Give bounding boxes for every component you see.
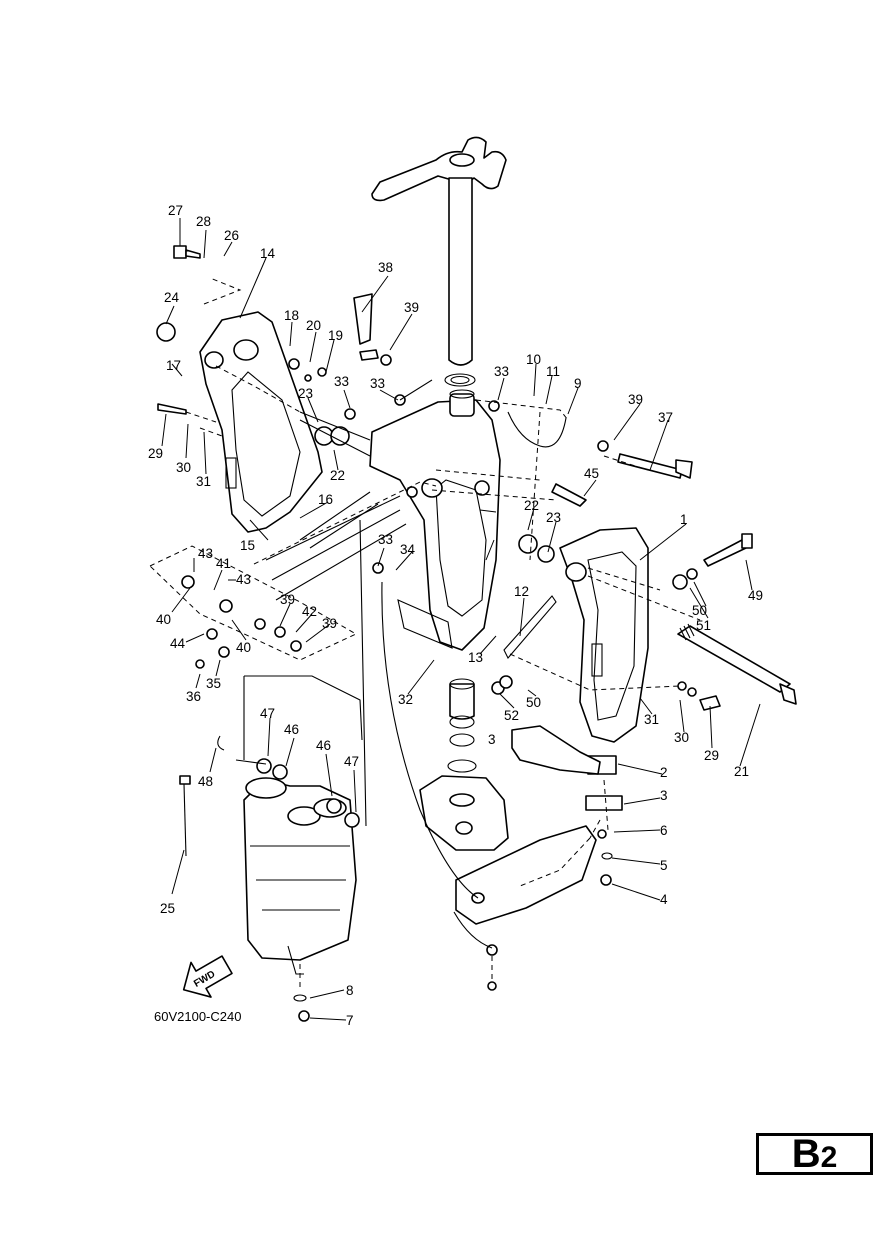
callout-label: 6 — [660, 823, 668, 838]
callout-label: 21 — [734, 764, 749, 779]
callout-label: 22 — [524, 498, 539, 513]
callout-label: 33 — [334, 374, 349, 389]
callout-label: 33 — [378, 532, 393, 547]
fasteners — [156, 245, 753, 1022]
callout-label: 31 — [644, 712, 659, 727]
callout-label: 39 — [404, 300, 419, 315]
bushing-stack — [447, 678, 477, 773]
leader-lines — [161, 218, 761, 1021]
callout-label: 46 — [316, 738, 331, 753]
steering-arm — [371, 136, 507, 387]
callout-label: 39 — [322, 616, 337, 631]
callout-label: 10 — [526, 352, 541, 367]
callout-label: 1 — [680, 512, 688, 527]
callout-label: 30 — [176, 460, 191, 475]
callout-label: 9 — [574, 376, 582, 391]
callout-label: 33 — [494, 364, 509, 379]
clamp-bracket-right — [559, 527, 649, 743]
callout-label: 50 — [526, 695, 541, 710]
page-label-letter: B — [791, 1132, 821, 1176]
callout-label: 16 — [318, 492, 333, 507]
callout-label: 35 — [206, 676, 221, 691]
callout-label: 3 — [660, 788, 668, 803]
callout-label: 51 — [696, 618, 711, 633]
callout-label: 41 — [216, 556, 231, 571]
callout-label: 29 — [148, 446, 163, 461]
clamp-bracket-left — [199, 311, 323, 533]
tilt-shaft — [677, 623, 797, 705]
page-label-number: 2 — [820, 1141, 838, 1174]
callout-label: 36 — [186, 689, 201, 704]
callout-label: 39 — [280, 592, 295, 607]
callout-label: 48 — [198, 774, 213, 789]
callout-label: 12 — [514, 584, 529, 599]
callout-label: 2 — [660, 765, 668, 780]
callout-label: 14 — [260, 246, 276, 261]
callout-label: 27 — [168, 203, 183, 218]
callout-label: 52 — [504, 708, 519, 723]
callout-label: 11 — [546, 364, 560, 379]
callout-label: 49 — [748, 588, 763, 603]
callout-label: 25 — [160, 901, 175, 916]
callout-label: 34 — [400, 542, 416, 557]
callout-label: 38 — [378, 260, 393, 275]
lower-mount-bracket — [419, 775, 597, 925]
drawing-code: 60V2100-C240 — [154, 1009, 241, 1024]
callout-label: 15 — [240, 538, 255, 553]
callout-label: 39 — [628, 392, 643, 407]
callout-label: 13 — [468, 650, 483, 665]
guide-lines — [149, 277, 701, 990]
callout-label: 44 — [170, 636, 186, 651]
callout-label: 47 — [344, 754, 359, 769]
clips-and-straps — [179, 411, 601, 949]
callout-label: 43 — [198, 546, 213, 561]
swivel-bracket — [369, 389, 501, 651]
callout-label: 45 — [584, 466, 599, 481]
callout-label: 24 — [164, 290, 180, 305]
callout-label: 20 — [306, 318, 321, 333]
callout-label: 37 — [658, 410, 673, 425]
page-label: B 2 — [756, 1133, 873, 1175]
callout-label: 46 — [284, 722, 299, 737]
callout-label: 30 — [674, 730, 689, 745]
callout-label: 26 — [224, 228, 239, 243]
callout-label: 23 — [298, 386, 313, 401]
callout-labels: 1 2 3 3 4 5 6 7 8 9 10 11 12 13 14 15 16… — [148, 203, 763, 1028]
trim-tilt-unit — [243, 777, 357, 975]
callout-label: 43 — [236, 572, 251, 587]
callout-label: 40 — [156, 612, 171, 627]
callout-label: 40 — [236, 640, 251, 655]
callout-label: 50 — [692, 603, 707, 618]
callout-label: 4 — [660, 892, 668, 907]
callout-label: 47 — [260, 706, 275, 721]
callout-label: 31 — [196, 474, 211, 489]
callout-label: 19 — [328, 328, 343, 343]
fwd-arrow-icon: FWD — [182, 955, 233, 998]
callout-label: 18 — [284, 308, 299, 323]
callout-label: 7 — [346, 1013, 354, 1028]
callout-label: 3 — [488, 732, 496, 747]
callout-label: 33 — [370, 376, 385, 391]
callout-label: 5 — [660, 858, 668, 873]
callout-label: 29 — [704, 748, 719, 763]
callout-label: 22 — [330, 468, 345, 483]
callout-label: 23 — [546, 510, 561, 525]
callout-label: 8 — [346, 983, 354, 998]
callout-label: 17 — [166, 358, 181, 373]
callout-label: 32 — [398, 692, 413, 707]
callout-label: 42 — [302, 604, 317, 619]
callout-label: 28 — [196, 214, 211, 229]
